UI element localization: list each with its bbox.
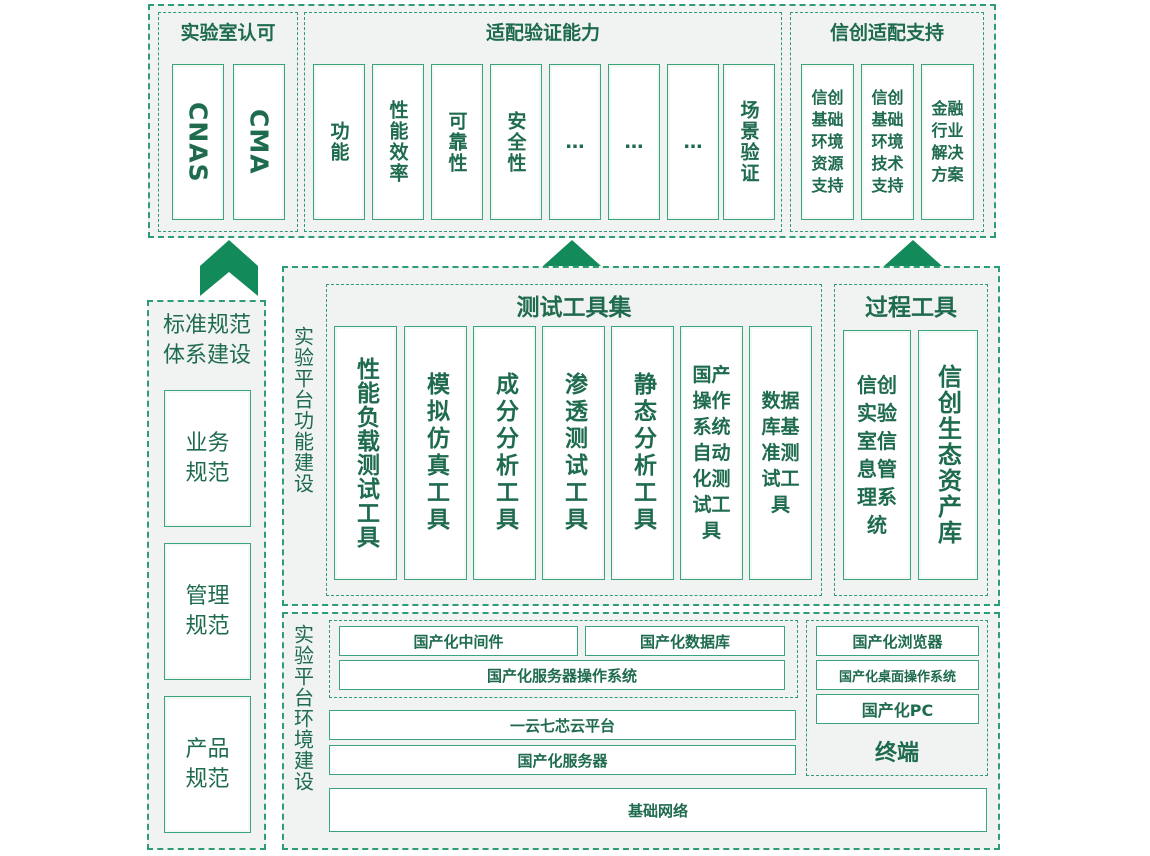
- lab-accreditation-title: 实验室认可: [180, 21, 276, 44]
- capability-item-reliability: 可靠性: [431, 64, 483, 220]
- server-os-bar: 国产化服务器操作系统: [339, 660, 785, 690]
- xinchuang-item-finance: 金融行业解决方案: [921, 64, 974, 220]
- tool-simulation: 模拟仿真工具: [404, 326, 467, 580]
- tool-db-benchmark: 数据库基准测试工具: [749, 326, 812, 580]
- tool-penetration-test: 渗透测试工具: [542, 326, 605, 580]
- process-tools-title: 过程工具: [865, 295, 957, 321]
- tool-static-analysis: 静态分析工具: [611, 326, 674, 580]
- capability-item-performance: 性能效率: [372, 64, 424, 220]
- product-standard-box: 产品规范: [164, 696, 251, 833]
- business-standard-box: 业务规范: [164, 390, 251, 527]
- xinchuang-group: [790, 12, 984, 232]
- network-bar: 基础网络: [329, 788, 987, 832]
- standards-title: 标准规范体系建设: [162, 313, 251, 368]
- capability-item-scenario: 场景验证: [723, 64, 775, 220]
- management-standard-box: 管理规范: [164, 543, 251, 680]
- tool-os-automation: 国产操作系统自动化测试工具: [680, 326, 743, 580]
- capability-item-security: 安全性: [490, 64, 542, 220]
- tool-performance-load: 性能负载测试工具: [334, 326, 397, 580]
- capability-item-ellipsis-3: …: [667, 64, 719, 220]
- server-bar: 国产化服务器: [329, 745, 796, 775]
- cma-box: CMA: [233, 64, 285, 220]
- pc-bar: 国产化PC: [816, 694, 979, 724]
- database-bar: 国产化数据库: [585, 626, 785, 656]
- xinchuang-title: 信创适配支持: [829, 21, 944, 44]
- software-group: [329, 620, 798, 698]
- cloud-platform-bar: 一云七芯云平台: [329, 710, 796, 740]
- test-tools-group: [326, 284, 822, 596]
- process-lab-info-system: 信创实验室信息管理系统: [843, 330, 911, 580]
- middleware-bar: 国产化中间件: [339, 626, 578, 656]
- tool-composition-analysis: 成分分析工具: [473, 326, 536, 580]
- terminal-label: 终端: [874, 741, 919, 766]
- capability-title: 适配验证能力: [485, 21, 600, 44]
- capability-group: [304, 12, 782, 232]
- browser-bar: 国产化浏览器: [816, 626, 979, 656]
- capability-item-ellipsis-2: …: [608, 64, 660, 220]
- xinchuang-item-tech: 信创基础环境技术支持: [861, 64, 914, 220]
- desktop-os-bar: 国产化桌面操作系统: [816, 660, 979, 690]
- cnas-box: CNAS: [172, 64, 224, 220]
- environment-side-label: 实验平台环境建设: [290, 624, 315, 792]
- capability-item-function: 功能: [313, 64, 365, 220]
- capability-item-ellipsis-1: …: [549, 64, 601, 220]
- up-arrow-left: [200, 240, 258, 296]
- xinchuang-item-resource: 信创基础环境资源支持: [801, 64, 854, 220]
- test-tools-title: 测试工具集: [516, 295, 632, 321]
- process-tools-group: [834, 284, 988, 596]
- lab-accreditation-group: [158, 12, 298, 232]
- terminal-group: [806, 620, 988, 776]
- function-side-label: 实验平台功能建设: [290, 326, 315, 494]
- process-eco-asset-library: 信创生态资产库: [918, 330, 978, 580]
